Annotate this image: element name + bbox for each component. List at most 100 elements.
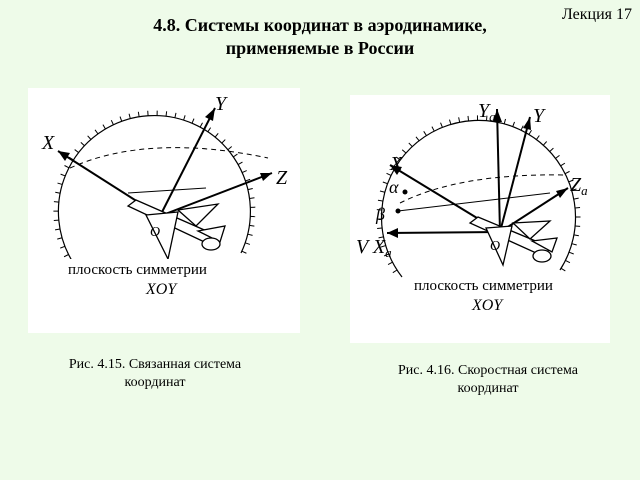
aircraft-shape xyxy=(468,216,558,268)
dial-tick xyxy=(565,259,571,264)
dial-tick xyxy=(249,224,255,227)
dial-tick xyxy=(440,122,443,128)
dial-tick xyxy=(57,182,63,185)
za-axis-line xyxy=(499,187,569,233)
plane-label-bg xyxy=(68,259,236,279)
caption-line-2: координат xyxy=(124,375,186,390)
y-axis-arrow xyxy=(205,108,215,121)
dial-tick xyxy=(408,142,413,147)
dial-tick xyxy=(57,237,63,240)
dial-tick xyxy=(241,250,247,254)
dial-tick xyxy=(431,126,435,132)
dial-tick xyxy=(571,188,577,191)
dial-tick xyxy=(221,139,226,144)
dial-tick xyxy=(387,261,393,265)
velocity-axes-diagram: Ya Y X α β Za V Xa O плоскость симметрии… xyxy=(356,100,588,314)
dial-tick xyxy=(94,129,99,135)
dial-arc xyxy=(57,114,251,265)
dial-tick xyxy=(535,135,540,140)
dial-tick xyxy=(63,254,69,258)
dial-tick xyxy=(555,154,560,159)
x-axis-arrow xyxy=(390,165,402,175)
x-axis-arrow xyxy=(58,151,70,161)
dial-tick xyxy=(80,141,85,147)
y-axis-line xyxy=(499,116,531,233)
dial-tick xyxy=(87,135,92,140)
dashed-arc xyxy=(69,147,269,169)
origin-label: O xyxy=(490,239,500,254)
dial-tick xyxy=(174,112,177,118)
y-axis-arrow xyxy=(523,117,531,130)
symmetry-plane-label: плоскость симметрии xyxy=(68,262,207,278)
dial-tick xyxy=(249,197,255,199)
y-axis-line xyxy=(159,107,216,217)
ya-axis-arrow xyxy=(493,109,502,122)
dial-tick xyxy=(520,125,524,131)
y-axis-label: Y xyxy=(215,93,228,115)
dial-tick xyxy=(247,233,253,236)
x-axis-label: X xyxy=(41,132,55,154)
dial-tick xyxy=(564,170,570,175)
dial-tick xyxy=(568,179,574,183)
dial-tick xyxy=(467,115,470,121)
za-axis-label: Za xyxy=(570,174,588,198)
dial-tick xyxy=(549,147,554,152)
dial-tick xyxy=(560,267,566,272)
za-axis-arrow xyxy=(556,188,568,198)
dial-tick xyxy=(377,199,383,202)
dial-tick xyxy=(165,111,168,117)
caption-line-1: Рис. 4.16. Скоростная система xyxy=(398,363,578,378)
dial-tick xyxy=(423,131,427,136)
dial-tick xyxy=(573,197,579,200)
dial-tick xyxy=(379,190,385,193)
dial-tick xyxy=(380,245,386,248)
dial-tick xyxy=(183,115,186,121)
dial-tick xyxy=(199,122,203,128)
lecture-number: Лекция 17 xyxy=(561,6,632,23)
title-line-1: 4.8. Системы координат в аэродинамике, xyxy=(153,15,487,35)
dial-tick xyxy=(377,227,383,230)
dial-tick xyxy=(247,187,253,191)
plane-label-bg xyxy=(414,275,576,295)
x-axis-label: X xyxy=(389,153,403,175)
dial-tick xyxy=(241,170,247,174)
dial-tick xyxy=(528,129,532,135)
symmetry-plane-label: плоскость симметрии xyxy=(414,278,553,294)
dial-tick xyxy=(503,118,507,124)
z-axis-label: Z xyxy=(276,167,288,189)
dial-tick xyxy=(383,253,389,257)
projection-line xyxy=(397,192,551,212)
dial-tick xyxy=(128,113,131,119)
dial-tick xyxy=(119,116,123,122)
dial-tick xyxy=(395,156,401,161)
dial-tick xyxy=(401,149,407,154)
caption-line-2: координат xyxy=(457,381,519,396)
dial-ticks xyxy=(53,110,256,266)
title-line-2: применяемые в России xyxy=(225,38,415,58)
dial-tick xyxy=(191,118,195,124)
xa-axis-line xyxy=(386,231,501,234)
beta-label: β xyxy=(375,204,385,224)
dial-tick xyxy=(415,136,420,142)
dial-tick xyxy=(386,172,392,176)
beta-marker xyxy=(395,208,401,214)
body-axes-diagram: X Y Z O плоскость симметрии XOY xyxy=(41,93,288,298)
dial-tick xyxy=(512,121,515,127)
dial-tick xyxy=(458,117,461,123)
dial-tick xyxy=(64,165,70,169)
figure-velocity-coordinate-system: Ya Y X α β Za V Xa O плоскость симметрии… xyxy=(350,95,610,343)
dial-tick xyxy=(245,178,251,182)
dial-tick xyxy=(448,119,452,125)
dial-ticks xyxy=(376,115,581,274)
dial-tick xyxy=(60,245,66,249)
dial-tick xyxy=(102,124,106,130)
figure-caption-right: Рис. 4.16. Скоростная система координат xyxy=(368,362,608,398)
dial-tick xyxy=(110,119,114,125)
dial-tick xyxy=(378,236,384,239)
z-axis-arrow xyxy=(260,173,272,181)
dial-tick xyxy=(207,127,212,133)
dial-tick xyxy=(60,173,66,177)
v-xa-label: V Xa xyxy=(356,236,392,260)
alpha-label: α xyxy=(389,177,399,197)
dial-tick xyxy=(571,243,577,246)
